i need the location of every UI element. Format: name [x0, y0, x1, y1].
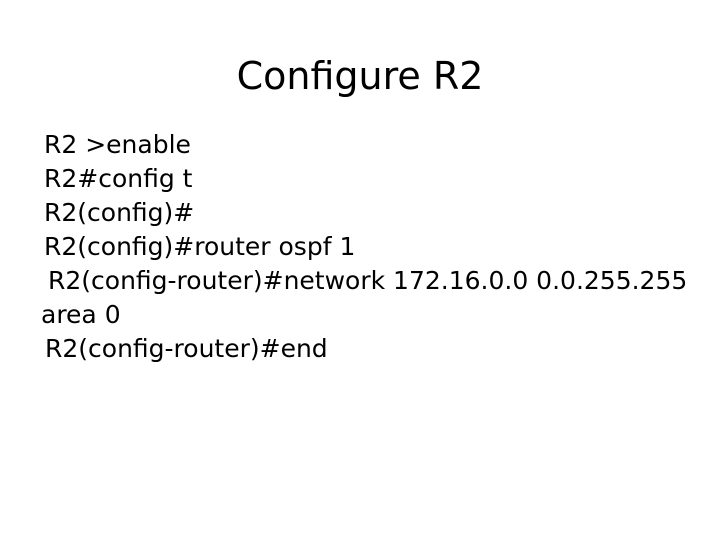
cli-command-block: R2 >enable R2#config t R2(config)# R2(co…: [0, 128, 720, 366]
cli-line: R2(config-router)#end: [45, 334, 328, 363]
cli-line: R2 >enable: [44, 130, 191, 159]
cli-line: R2(config-router)#network 172.16.0.0 0.0…: [48, 266, 688, 295]
cli-line: R2#config t: [44, 164, 193, 193]
cli-line: area 0: [41, 300, 121, 329]
page-title: Configure R2: [236, 54, 484, 98]
cli-line: R2(config)#: [44, 198, 195, 227]
cli-line: R2(config)#router ospf 1: [44, 232, 356, 261]
